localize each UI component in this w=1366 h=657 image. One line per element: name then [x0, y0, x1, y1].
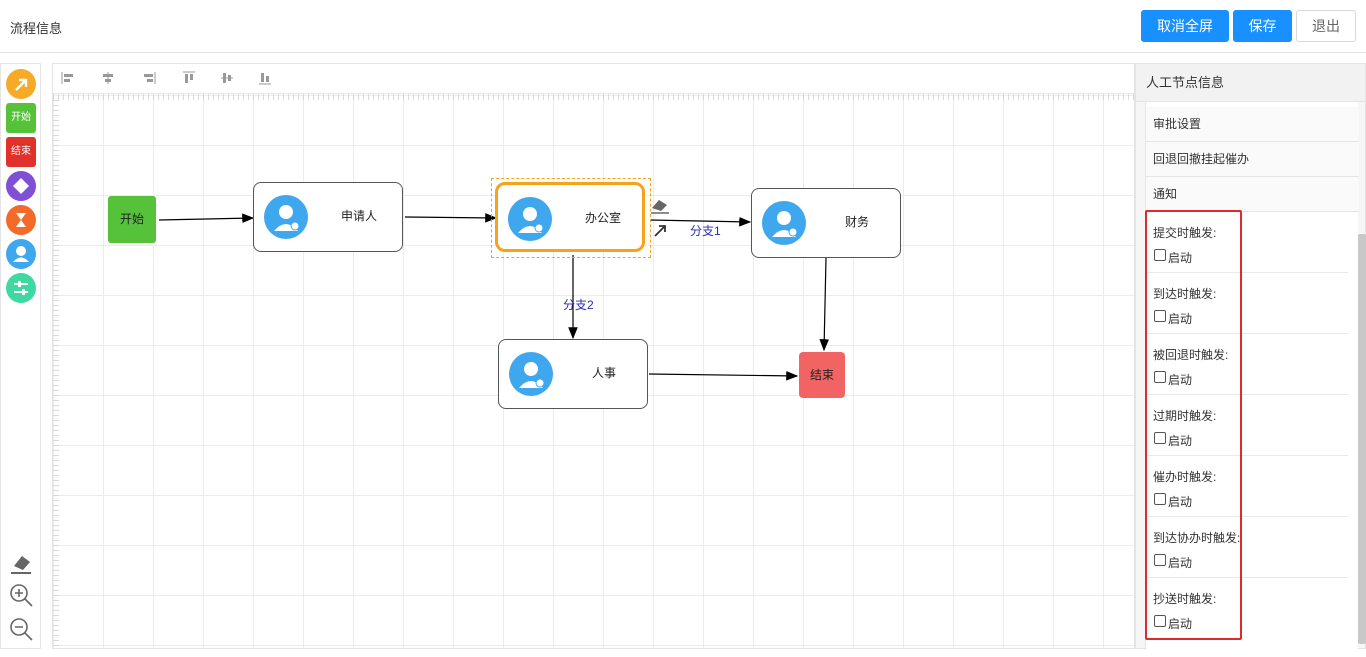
- flow-canvas[interactable]: 开始 申请人 办公室 财务 人事 结束 分支1 分支2: [52, 63, 1135, 649]
- task-label: 人事: [591, 366, 616, 380]
- task-node-office[interactable]: 办公室: [495, 182, 645, 252]
- node-palette: 开始 结束: [0, 63, 41, 649]
- timer-icon[interactable]: [6, 205, 36, 235]
- user-task-icon[interactable]: [6, 239, 36, 269]
- task-label: 办公室: [584, 211, 621, 225]
- task-label: 申请人: [340, 209, 377, 223]
- trigger-label: 过期时触发:: [1153, 409, 1217, 423]
- trigger-expire: 过期时触发: 启动: [1146, 395, 1348, 456]
- trigger-label: 提交时触发:: [1153, 226, 1217, 240]
- trigger-assist-arrive: 到达协办时触发: 启动: [1146, 517, 1348, 578]
- horizontal-ruler: [53, 94, 1134, 100]
- edge-start-applicant[interactable]: [158, 213, 255, 224]
- align-toolbar: [53, 64, 1134, 94]
- checkbox-label: 启动: [1168, 617, 1193, 631]
- end-node[interactable]: 结束: [799, 352, 845, 398]
- edge-office-finance[interactable]: [649, 216, 752, 227]
- checkbox-label: 启动: [1168, 495, 1193, 509]
- enable-checkbox[interactable]: [1154, 371, 1166, 383]
- node-connect-arrow-icon[interactable]: [652, 222, 668, 238]
- vertical-ruler: [53, 100, 59, 648]
- user-avatar-icon: [264, 195, 308, 239]
- eraser-icon[interactable]: [8, 550, 34, 576]
- section-notification[interactable]: 通知: [1146, 177, 1359, 212]
- notification-highlight-box: [1145, 210, 1242, 640]
- start-node[interactable]: 开始: [108, 196, 156, 243]
- enable-checkbox[interactable]: [1154, 249, 1166, 261]
- checkbox-label: 启动: [1168, 556, 1193, 570]
- zoom-in-icon[interactable]: [8, 582, 34, 608]
- section-rollback-settings[interactable]: 回退回撤挂起催办: [1146, 142, 1359, 177]
- user-avatar-icon: [509, 352, 553, 396]
- align-left-icon[interactable]: [61, 71, 75, 85]
- edges-layer: [158, 213, 830, 381]
- edge-label-branch1[interactable]: 分支1: [690, 224, 721, 238]
- enable-checkbox[interactable]: [1154, 493, 1166, 505]
- task-node-finance[interactable]: 财务: [751, 188, 901, 258]
- enable-checkbox[interactable]: [1154, 432, 1166, 444]
- quit-button[interactable]: 退出: [1296, 10, 1356, 42]
- checkbox-label: 启动: [1168, 373, 1193, 387]
- align-bottom-icon[interactable]: [258, 71, 272, 85]
- page-header: 流程信息 取消全屏 保存 退出: [0, 0, 1366, 53]
- trigger-submit: 提交时触发: 启动: [1146, 212, 1348, 273]
- section-approval-settings[interactable]: 审批设置: [1146, 107, 1359, 142]
- selection-outline: [491, 178, 651, 258]
- align-middle-icon[interactable]: [220, 71, 234, 85]
- save-button[interactable]: 保存: [1233, 10, 1292, 42]
- trigger-rollback: 被回退时触发: 启动: [1146, 334, 1348, 395]
- properties-panel: 人工节点信息 审批设置 回退回撤挂起催办 通知: [1135, 63, 1366, 650]
- start-node-tool[interactable]: 开始: [6, 103, 36, 133]
- edge-label-branch2[interactable]: 分支2: [563, 298, 594, 312]
- trigger-label: 抄送时触发:: [1153, 592, 1217, 606]
- checkbox-label: 启动: [1168, 251, 1193, 265]
- enable-checkbox[interactable]: [1154, 554, 1166, 566]
- checkbox-label: 启动: [1168, 312, 1193, 326]
- page-title: 流程信息: [10, 21, 63, 36]
- trigger-label: 催办时触发:: [1153, 470, 1217, 484]
- gateway-diamond-icon[interactable]: [6, 171, 36, 201]
- settings-slider-icon[interactable]: [6, 273, 36, 303]
- edge-finance-end[interactable]: [819, 257, 830, 352]
- trigger-label: 到达协办时触发:: [1153, 531, 1241, 545]
- task-label: 财务: [844, 215, 869, 229]
- user-avatar-icon: [762, 201, 806, 245]
- user-avatar-icon: [508, 197, 552, 241]
- zoom-out-icon[interactable]: [8, 616, 34, 642]
- trigger-arrive: 到达时触发: 启动: [1146, 273, 1348, 334]
- edge-hr-end[interactable]: [648, 371, 799, 381]
- node-eraser-icon[interactable]: [649, 196, 671, 214]
- exit-fullscreen-button[interactable]: 取消全屏: [1141, 10, 1229, 42]
- end-node-tool[interactable]: 结束: [6, 137, 36, 167]
- edge-applicant-office[interactable]: [404, 213, 498, 223]
- enable-checkbox[interactable]: [1154, 615, 1166, 627]
- panel-title: 人工节点信息: [1136, 64, 1365, 102]
- task-node-applicant[interactable]: 申请人: [253, 182, 403, 252]
- checkbox-label: 启动: [1168, 434, 1193, 448]
- panel-sections: 审批设置 回退回撤挂起催办 通知: [1145, 102, 1359, 650]
- panel-scrollbar[interactable]: [1358, 234, 1366, 644]
- arrow-connector-icon[interactable]: [6, 69, 36, 99]
- align-right-icon[interactable]: [142, 71, 156, 85]
- trigger-cc: 抄送时触发: 启动: [1146, 578, 1348, 639]
- enable-checkbox[interactable]: [1154, 310, 1166, 322]
- task-node-hr[interactable]: 人事: [498, 339, 648, 409]
- trigger-urge: 催办时触发: 启动: [1146, 456, 1348, 517]
- align-center-icon[interactable]: [101, 71, 115, 85]
- align-top-icon[interactable]: [182, 71, 196, 85]
- trigger-label: 到达时触发:: [1153, 287, 1217, 301]
- trigger-label: 被回退时触发:: [1153, 348, 1229, 362]
